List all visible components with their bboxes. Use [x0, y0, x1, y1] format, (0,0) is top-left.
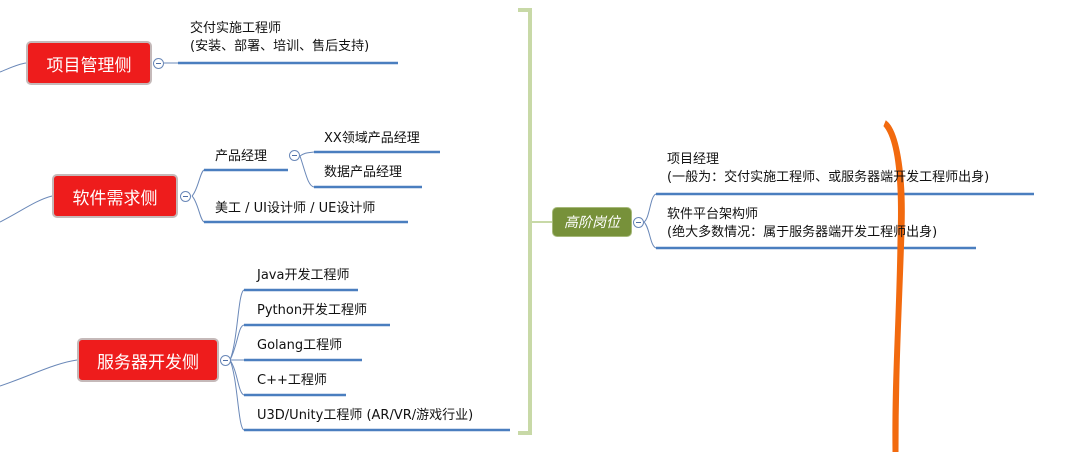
connector-req	[0, 195, 53, 223]
topic-line: (绝大多数情况：属于服务器端开发工程师出身)	[667, 225, 938, 240]
topic-python-engineer[interactable]: Python开发工程师	[257, 303, 368, 318]
collapse-toggle-pm[interactable]	[153, 58, 164, 69]
topic-domain-product-manager[interactable]: XX领域产品经理	[324, 131, 420, 146]
topic-line: 软件平台架构师	[667, 207, 759, 222]
srv-link-5	[229, 359, 245, 431]
req-link-2	[191, 195, 205, 223]
req-sub-link-1	[299, 151, 315, 157]
topic-java-engineer[interactable]: Java开发工程师	[257, 268, 350, 283]
collapse-toggle-center[interactable]	[633, 217, 644, 228]
collapse-toggle-srv[interactable]	[220, 355, 231, 366]
topic-golang-engineer[interactable]: Golang工程师	[257, 338, 343, 353]
group-bracket	[518, 8, 532, 435]
branch-node-server-development[interactable]: 服务器开发侧	[77, 338, 219, 382]
topic-product-manager[interactable]: 产品经理	[215, 149, 268, 164]
topic-ui-ue-designer[interactable]: 美工 / UI设计师 / UE设计师	[215, 201, 376, 216]
center-link-1	[643, 193, 657, 223]
srv-link-4	[229, 359, 245, 396]
connector-srv	[0, 359, 78, 387]
branch-node-project-management[interactable]: 项目管理侧	[26, 41, 152, 85]
req-sub-link-2	[299, 155, 315, 188]
topic-cpp-engineer[interactable]: C++工程师	[257, 373, 327, 388]
topic-delivery-engineer[interactable]: 交付实施工程师 (安装、部署、培训、售后支持)	[190, 20, 369, 56]
orange-stroke	[883, 120, 905, 452]
collapse-toggle-req[interactable]	[180, 191, 191, 202]
srv-link-1	[229, 289, 245, 361]
center-node-senior-roles[interactable]: 高阶岗位	[552, 207, 632, 237]
branch-node-software-requirements[interactable]: 软件需求侧	[52, 174, 178, 218]
collapse-toggle-product-manager[interactable]	[289, 150, 300, 161]
topic-line: 交付实施工程师	[190, 21, 282, 36]
topic-platform-architect[interactable]: 软件平台架构师 (绝大多数情况：属于服务器端开发工程师出身)	[667, 206, 937, 242]
topic-line: 项目经理	[667, 152, 720, 167]
connector-pm	[0, 62, 27, 73]
center-link-2	[643, 221, 657, 249]
req-link-1	[191, 169, 205, 197]
topic-unity-engineer[interactable]: U3D/Unity工程师 (AR/VR/游戏行业)	[257, 408, 474, 423]
topic-project-manager[interactable]: 项目经理 (一般为：交付实施工程师、或服务器端开发工程师出身)	[667, 151, 989, 187]
topic-data-product-manager[interactable]: 数据产品经理	[324, 165, 403, 180]
topic-line: (一般为：交付实施工程师、或服务器端开发工程师出身)	[667, 170, 990, 185]
srv-link-2	[229, 324, 245, 361]
topic-line: (安装、部署、培训、售后支持)	[190, 39, 370, 54]
